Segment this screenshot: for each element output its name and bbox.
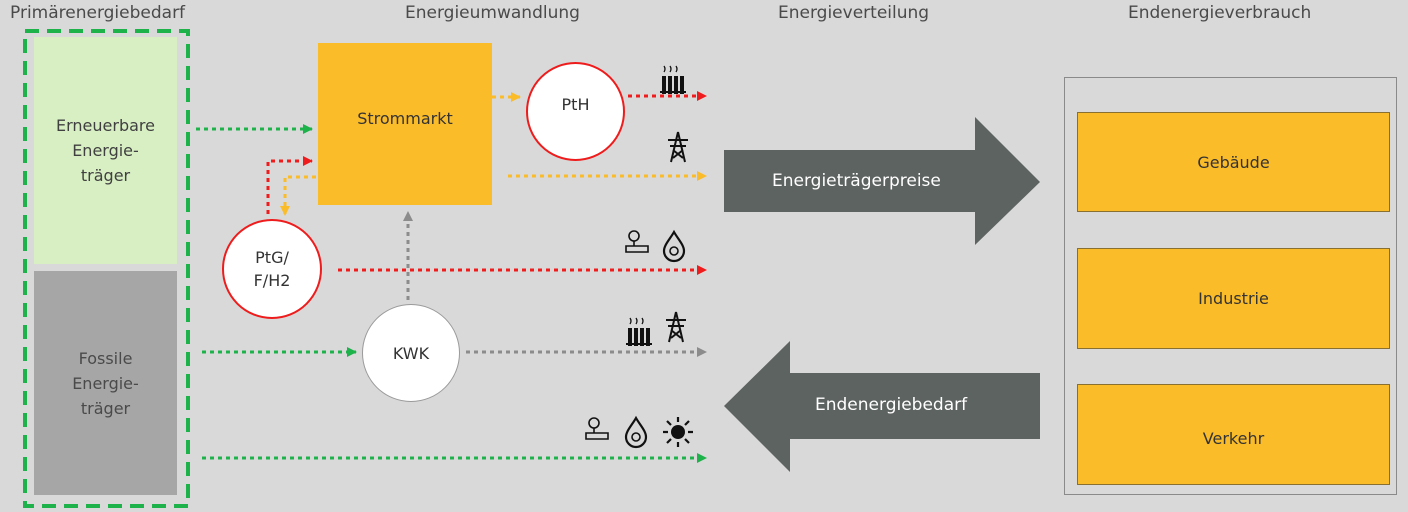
ptg-label: PtG/ F/H2: [253, 248, 291, 290]
sector-verkehr-box: Verkehr: [1077, 384, 1390, 485]
radiator-icon: [626, 317, 652, 346]
header-final-energy-consumption: Endenergieverbrauch: [1128, 3, 1312, 23]
pth-label: PtH: [561, 95, 590, 114]
header-energy-conversion: Energieumwandlung: [405, 3, 580, 23]
renewable-energy-box: Erneuerbare Energie- träger: [34, 37, 177, 264]
kwk-circle: KWK: [362, 304, 460, 402]
sector-gebaeude-box: Gebäude: [1077, 112, 1390, 212]
fossil-energy-label: Fossile Energie- träger: [72, 348, 139, 418]
flow-strommarkt-to-ptg: [280, 175, 316, 216]
oil-drop-icon: [662, 229, 686, 263]
power-pylon-icon: [668, 131, 688, 163]
sun-icon: [663, 417, 693, 447]
kwk-label: KWK: [392, 343, 430, 363]
pth-circle: PtH: [526, 62, 625, 161]
strommarkt-box: Strommarkt: [318, 43, 492, 205]
final-energy-demand-label: Endenergiebedarf: [815, 395, 968, 415]
header-primary-energy-demand: Primärenergiebedarf: [10, 3, 186, 23]
primary-energy-boundary: [23, 29, 190, 508]
flow-ptg-to-strommarkt: [266, 156, 313, 214]
header-energy-distribution: Energieverteilung: [778, 3, 930, 23]
sector-industrie-box: Industrie: [1077, 248, 1390, 349]
gas-pipe-icon: [585, 417, 609, 440]
sector-industrie-label: Industrie: [1198, 289, 1269, 308]
radiator-icon: [660, 65, 686, 94]
sector-verkehr-label: Verkehr: [1202, 429, 1265, 448]
renewable-energy-label: Erneuerbare Energie- träger: [56, 116, 155, 185]
oil-drop-icon: [624, 415, 648, 449]
energy-prices-arrow: [724, 117, 1040, 245]
energy-prices-label: Energieträgerpreise: [772, 171, 941, 191]
sector-gebaeude-label: Gebäude: [1197, 152, 1270, 172]
gas-pipe-icon: [625, 230, 649, 253]
power-pylon-icon: [666, 311, 686, 343]
strommarkt-label: Strommarkt: [357, 108, 453, 128]
fossil-energy-box: Fossile Energie- träger: [34, 271, 177, 495]
ptg-circle: PtG/ F/H2: [222, 219, 322, 319]
final-energy-demand-arrow: [724, 341, 1040, 472]
